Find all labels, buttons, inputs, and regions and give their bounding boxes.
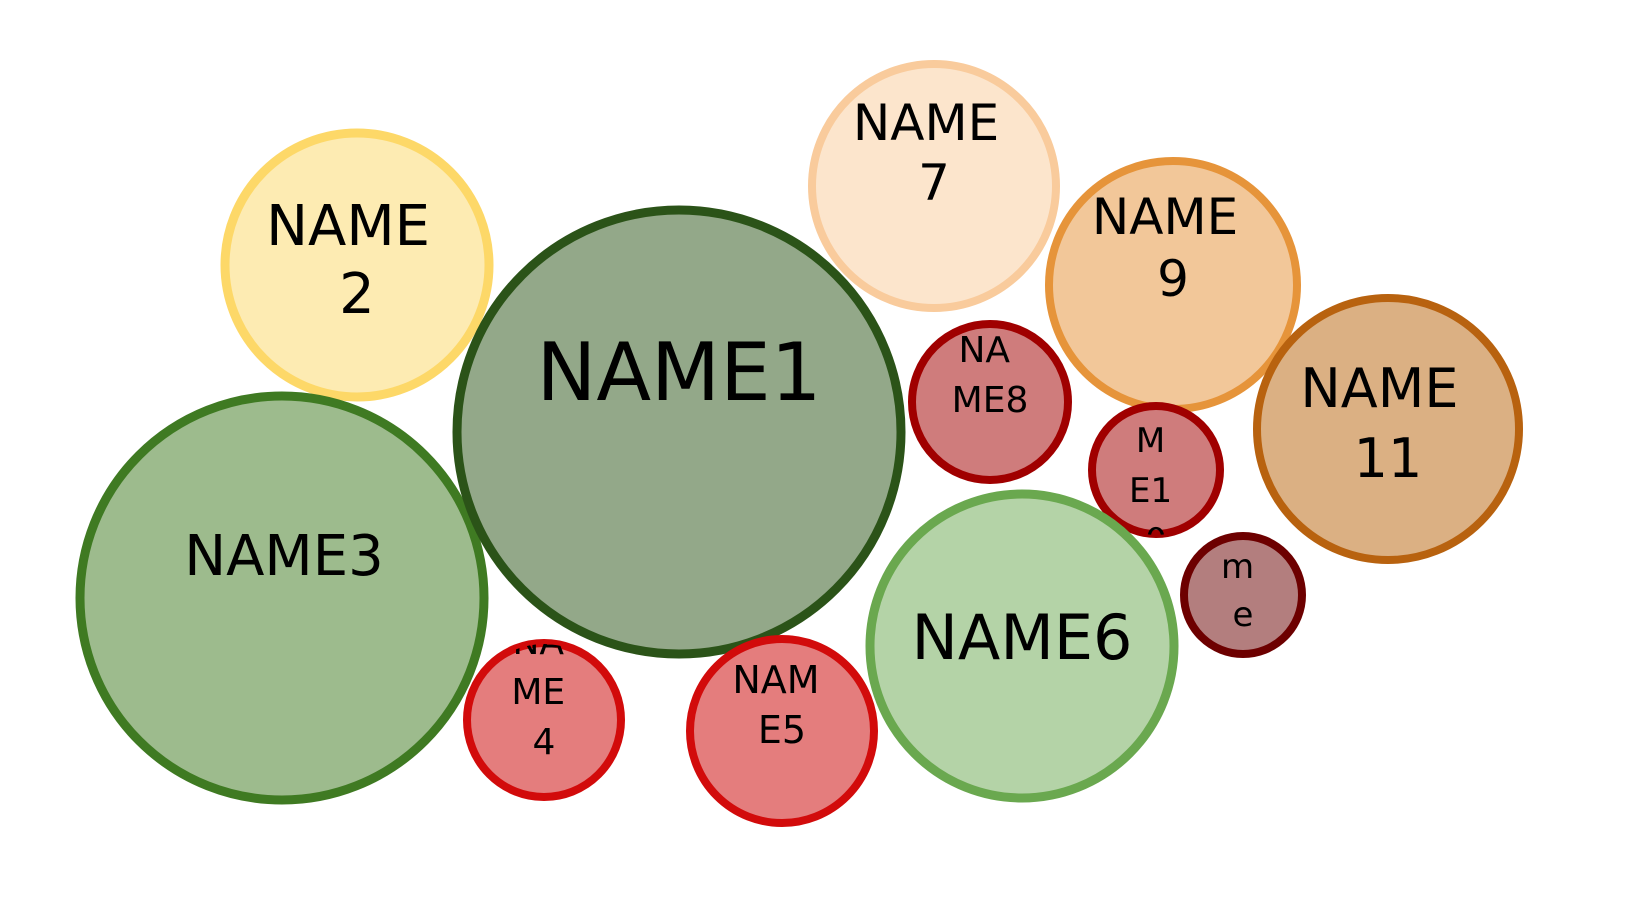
bubble-name7-label: NAME 7 [853, 94, 1015, 212]
bubble-name10-line-1: A [1139, 371, 1162, 411]
bubble-name7: NAME 7 [808, 60, 1060, 312]
bubble-name11-label: NAME 11 [1300, 357, 1475, 490]
bubble-name5-label: NAM E5 [732, 658, 831, 752]
bubble-name10: A M E1 0 [1088, 371, 1224, 561]
bubble-name9-line-2: 9 [1157, 250, 1189, 308]
bubble-name4-line-3: 4 [533, 722, 556, 763]
bubble-name8-line-2: ME8 [952, 380, 1029, 421]
bubble-name10-label: A M E1 0 [1129, 371, 1183, 561]
bubble-name12-line-1: m [1221, 547, 1254, 587]
bubble-name3-circle [75, 391, 489, 805]
bubble-name12-line-2: e [1233, 595, 1254, 635]
bubble-name9: NAME 9 [1045, 157, 1301, 413]
bubble-name3: NAME3 [75, 391, 489, 805]
bubble-name4-circle [463, 639, 625, 801]
bubble-name4-line-2: ME [511, 672, 565, 713]
bubble-name1-label: NAME1 [536, 326, 821, 419]
bubble-name9-label: NAME 9 [1092, 188, 1254, 308]
bubble-name6-circle [865, 489, 1179, 803]
bubble-name8: NA ME8 [908, 320, 1072, 484]
bubble-name1: NAME1 [452, 205, 906, 659]
bubble-name12: m e [1180, 532, 1306, 658]
bubble-name4-label: NA ME 4 [511, 622, 576, 763]
bubble-name5-line-1: NAM [732, 658, 819, 702]
bubble-name10-line-3: E1 [1129, 471, 1172, 511]
bubble-name7-line-1: NAME [853, 94, 999, 152]
bubble-name10-line-2: M [1136, 421, 1165, 461]
bubble-name5-line-2: E5 [758, 708, 806, 752]
bubble-name10-circle [1088, 402, 1224, 538]
bubble-name8-circle [908, 320, 1072, 484]
bubble-name7-circle [808, 60, 1060, 312]
bubble-name5: NAM E5 [686, 635, 878, 827]
bubble-name2-line-1: NAME [266, 194, 430, 259]
bubble-name4-line-1: NA [512, 622, 564, 663]
bubble-name2-label: NAME 2 [266, 194, 448, 327]
bubble-name11-line-2: 11 [1354, 427, 1423, 490]
bubble-name11: NAME 11 [1253, 294, 1523, 564]
bubble-name11-line-1: NAME [1300, 357, 1458, 420]
bubble-name6-label: NAME6 [912, 601, 1133, 674]
bubble-name7-line-2: 7 [918, 154, 950, 212]
bubble-name11-circle [1253, 294, 1523, 564]
bubble-name12-label: m e [1221, 547, 1265, 635]
bubble-name5-circle [686, 635, 878, 827]
bubble-name4: NA ME 4 [463, 622, 625, 801]
bubble-name2: NAME 2 [220, 128, 494, 402]
bubble-name8-line-1: NA [958, 330, 1010, 371]
bubble-name2-circle [220, 128, 494, 402]
bubble-name2-line-2: 2 [339, 262, 375, 327]
bubble-name6: NAME6 [865, 489, 1179, 803]
bubble-name1-circle [452, 205, 906, 659]
bubble-name3-line-1: NAME3 [184, 524, 384, 589]
bubble-name9-line-1: NAME [1092, 188, 1238, 246]
bubble-name12-circle [1180, 532, 1306, 658]
bubble-name10-line-4: 0 [1145, 521, 1167, 561]
bubble-name8-label: NA ME8 [952, 330, 1029, 421]
bubble-name6-line-1: NAME6 [912, 601, 1133, 674]
bubble-name1-line-1: NAME1 [536, 326, 821, 419]
bubble-name3-label: NAME3 [184, 524, 384, 589]
